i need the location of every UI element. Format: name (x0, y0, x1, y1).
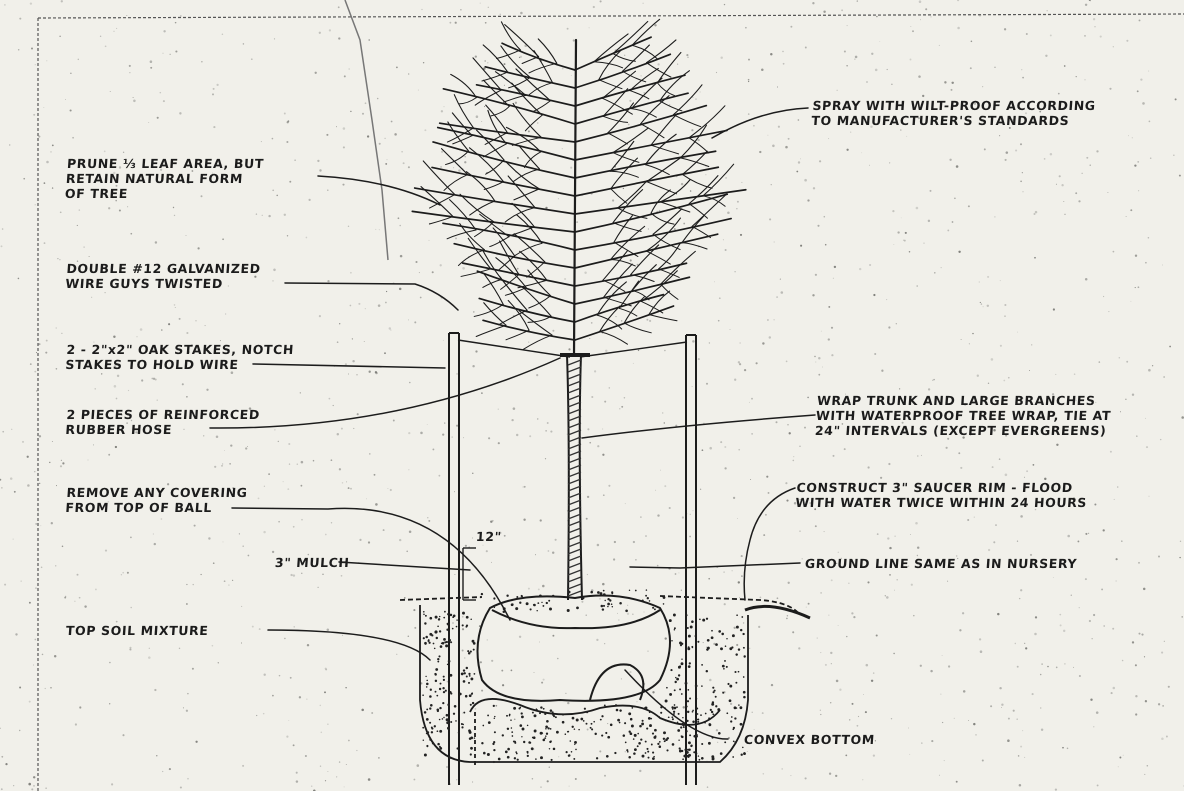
leader-ground-line (630, 563, 800, 568)
label-spray: SPRAY WITH WILT-PROOF ACCORDING TO MANUF… (811, 98, 1096, 128)
label-stakes: 2 - 2"x2" OAK STAKES, NOTCH STAKES TO HO… (65, 342, 295, 372)
oak-stake-left (449, 333, 459, 785)
leader-spray (712, 108, 808, 138)
soil-stipple (422, 589, 746, 761)
leader-saucer (744, 488, 795, 600)
label-wrap: WRAP TRUNK AND LARGE BRANCHES WITH WATER… (814, 393, 1112, 438)
label-hose: 2 PIECES OF REINFORCED RUBBER HOSE (65, 407, 260, 437)
label-remove-covering: REMOVE ANY COVERING FROM TOP OF BALL (65, 485, 248, 515)
label-ground-line: GROUND LINE SAME AS IN NURSERY (804, 556, 1077, 571)
leader-mulch (339, 562, 470, 570)
label-mulch: 3" MULCH (274, 555, 350, 570)
oak-stake-right (686, 335, 696, 785)
label-dim-12: 12" (475, 529, 502, 544)
root-ball (478, 596, 671, 701)
label-convex-bottom: CONVEX BOTTOM (743, 732, 875, 747)
leader-wrap (582, 415, 815, 438)
label-top-soil: TOP SOIL MIXTURE (65, 623, 208, 638)
leader-wire-guys (285, 283, 458, 310)
leader-top-soil (268, 630, 430, 660)
label-wire-guys: DOUBLE #12 GALVANIZED WIRE GUYS TWISTED (65, 261, 261, 291)
label-prune: PRUNE ⅓ LEAF AREA, BUT RETAIN NATURAL FO… (64, 156, 264, 201)
tree-trunk (560, 355, 590, 600)
tree-canopy (412, 19, 745, 355)
leader-prune (318, 176, 440, 205)
paper-crease (345, 0, 388, 260)
leader-lines (210, 108, 815, 739)
label-saucer: CONSTRUCT 3" SAUCER RIM - FLOOD WITH WAT… (795, 480, 1089, 510)
